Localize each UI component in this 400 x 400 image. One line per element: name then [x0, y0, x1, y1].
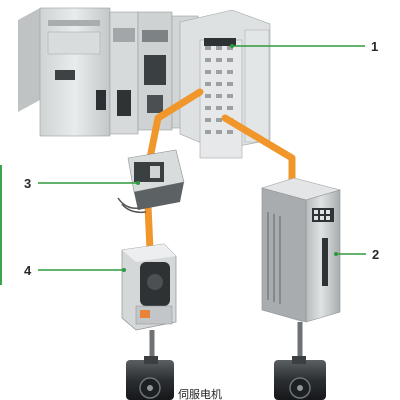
interface-adapter-icon	[117, 149, 185, 214]
callout-label-2: 2	[372, 247, 379, 262]
plc-rack-icon	[18, 7, 199, 137]
servo-motor-icon	[274, 356, 326, 400]
left-accent-bar	[0, 165, 2, 285]
io-module-icon	[179, 9, 271, 159]
servo-motor-icon	[126, 356, 174, 400]
cable-lines	[144, 88, 296, 254]
callout-lines	[38, 44, 366, 272]
frequency-drive-icon	[260, 177, 342, 323]
callout-label-3: 3	[24, 176, 31, 191]
callout-label-1: 1	[371, 39, 378, 54]
servo-drive-icon	[121, 243, 177, 331]
callout-label-4: 4	[24, 263, 32, 278]
motor-cables	[149, 322, 303, 362]
motor-caption: 伺服电机	[178, 387, 222, 400]
